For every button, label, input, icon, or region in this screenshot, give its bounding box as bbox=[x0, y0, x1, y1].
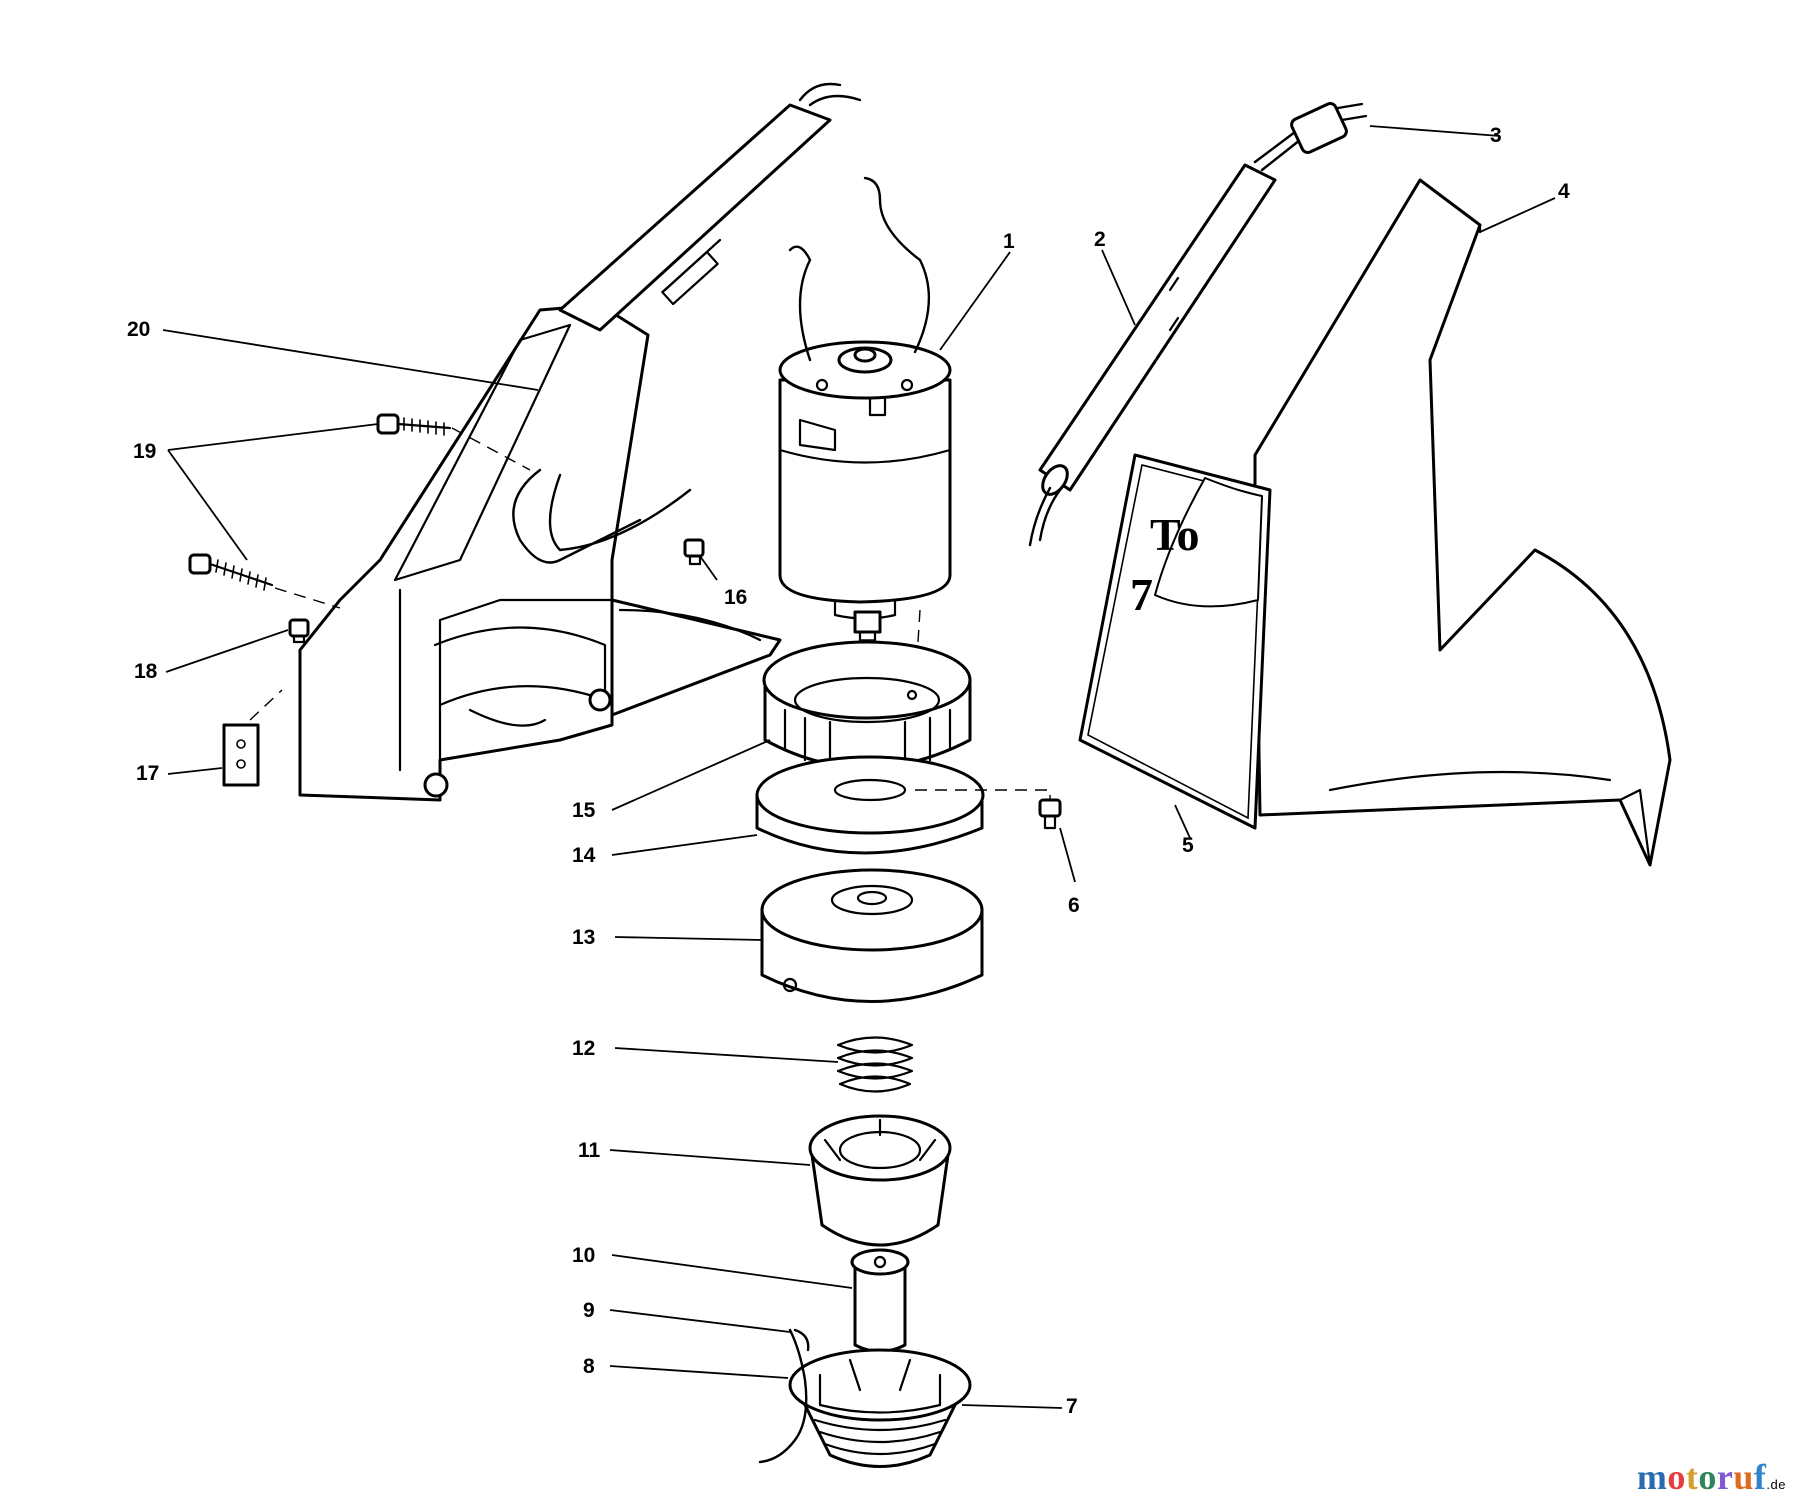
callout-labels: 1 2 3 4 5 6 7 8 9 10 11 12 13 14 15 16 1… bbox=[127, 124, 1570, 1418]
watermark-logo: motoruf.de bbox=[1637, 1456, 1786, 1498]
part-7-knob bbox=[788, 1348, 972, 1468]
part-4-guard bbox=[1253, 178, 1672, 867]
part-12-spring bbox=[836, 1036, 914, 1093]
callout-3: 3 bbox=[1490, 124, 1502, 147]
part-15-collar bbox=[762, 640, 972, 769]
watermark-letter: t bbox=[1685, 1457, 1699, 1497]
callout-16: 16 bbox=[724, 586, 747, 609]
callout-18: 18 bbox=[134, 660, 158, 683]
part-5-decal: To 7 bbox=[1078, 453, 1272, 830]
callout-17: 17 bbox=[136, 762, 159, 785]
watermark-letter: f bbox=[1753, 1457, 1767, 1497]
part-9-line bbox=[758, 1328, 810, 1464]
leader-lines bbox=[162, 125, 1556, 1409]
callout-11: 11 bbox=[578, 1139, 601, 1162]
callout-2: 2 bbox=[1094, 228, 1106, 251]
part-17-plate bbox=[222, 689, 283, 787]
watermark-letter: r bbox=[1716, 1457, 1734, 1497]
callout-15: 15 bbox=[572, 799, 596, 822]
part-18-screw bbox=[288, 618, 310, 644]
watermark-suffix: .de bbox=[1766, 1477, 1786, 1492]
part-3-plug bbox=[1253, 102, 1368, 172]
decal-text-line1: To bbox=[1150, 509, 1199, 560]
part-6-screw bbox=[915, 789, 1062, 830]
part-2-handle-tube bbox=[1028, 163, 1277, 547]
part-16-screw bbox=[683, 538, 705, 566]
watermark-letter: m bbox=[1636, 1457, 1668, 1497]
screw-19a bbox=[376, 413, 452, 436]
part-1-motor bbox=[778, 176, 952, 620]
watermark-letter: u bbox=[1733, 1457, 1754, 1497]
callout-8: 8 bbox=[583, 1355, 595, 1378]
callout-12: 12 bbox=[572, 1037, 595, 1060]
callout-1: 1 bbox=[1003, 230, 1015, 253]
part-20-motor-housing bbox=[298, 82, 862, 802]
callout-10: 10 bbox=[572, 1244, 595, 1267]
callout-4: 4 bbox=[1558, 180, 1570, 203]
callout-13: 13 bbox=[572, 926, 595, 949]
callout-5: 5 bbox=[1182, 834, 1194, 857]
watermark-letter: o bbox=[1698, 1457, 1717, 1497]
callout-19: 19 bbox=[133, 440, 156, 463]
callout-7: 7 bbox=[1066, 1395, 1078, 1418]
part-14-disc bbox=[755, 755, 985, 855]
callout-20: 20 bbox=[127, 318, 150, 341]
callout-6: 6 bbox=[1068, 894, 1080, 917]
callout-14: 14 bbox=[572, 844, 596, 867]
watermark-letter: o bbox=[1667, 1457, 1686, 1497]
part-19-screws bbox=[188, 413, 531, 609]
decal-text-line2: 7 bbox=[1130, 569, 1153, 620]
part-10-shaft bbox=[850, 1248, 910, 1353]
screw-19b bbox=[188, 553, 274, 591]
part-11-spool bbox=[808, 1114, 952, 1247]
callout-9: 9 bbox=[583, 1299, 595, 1322]
watermark-text: motoruf bbox=[1637, 1457, 1767, 1497]
part-13-spool-housing bbox=[760, 868, 984, 1003]
